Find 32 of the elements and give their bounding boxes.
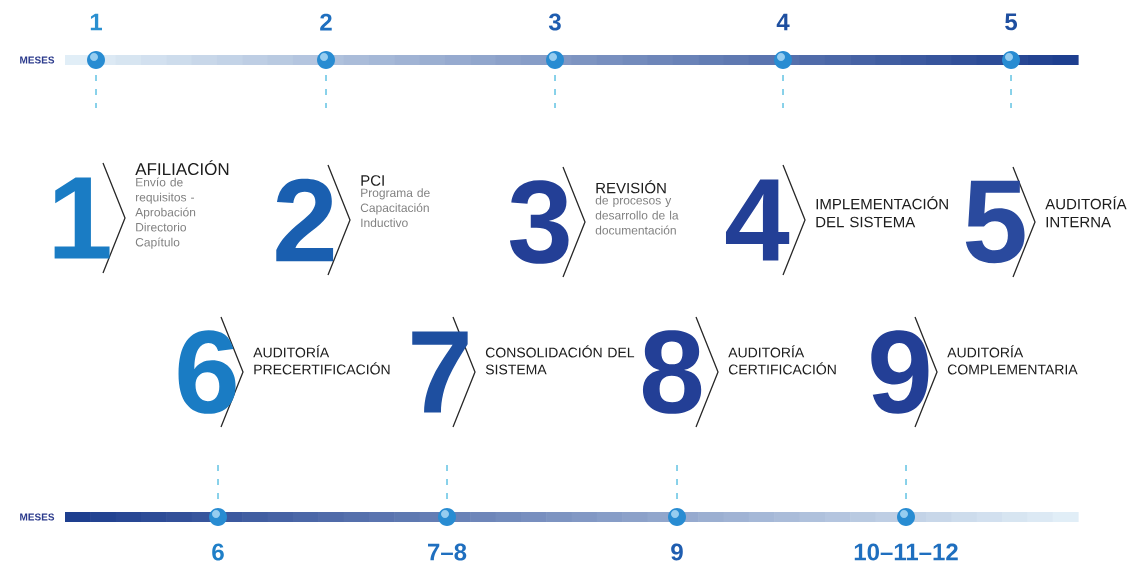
step-number: 1 <box>54 177 110 259</box>
month-number: 10–11–12 <box>854 543 958 561</box>
axis-label: MESES <box>20 513 55 521</box>
step-description: Programa de Capacitación Inductivo <box>360 188 430 228</box>
axis-label: MESES <box>20 56 55 64</box>
step-number: 7 <box>412 331 468 413</box>
step-title: IMPLEMENTACIÓN DEL SISTEMA <box>816 196 948 228</box>
month-number: 3 <box>548 13 561 31</box>
month-number: 2 <box>320 13 332 31</box>
step-title: PCI <box>361 175 384 186</box>
step-description: de procesos y desarrollo de la documentación <box>595 195 679 235</box>
step-title: AUDITORÍA CERTIFICACIÓN <box>728 345 836 375</box>
month-number: 5 <box>1005 13 1017 31</box>
month-number: 6 <box>212 543 224 561</box>
month-number: 7–8 <box>428 543 467 561</box>
step-title: AUDITORÍA COMPLEMENTARIA <box>947 345 1078 375</box>
step-number: 3 <box>509 180 569 264</box>
step-number: 9 <box>871 330 929 414</box>
month-number: 9 <box>671 543 683 561</box>
month-number: 1 <box>90 13 102 31</box>
step-title: CONSOLIDACIÓN DEL SISTEMA <box>485 345 635 375</box>
step-title: AUDITORÍA INTERNA <box>1045 196 1127 228</box>
step-title: AFILIACIÓN <box>135 160 229 176</box>
step-number: 2 <box>276 178 334 262</box>
step-title: REVISIÓN <box>596 180 666 194</box>
step-title: AUDITORÍA PRECERTIFICACIÓN <box>253 345 390 375</box>
month-number: 4 <box>776 13 790 31</box>
step-description: Envío de requisitos - Aprobación Directorio Capítulo <box>135 177 196 249</box>
step-number: 5 <box>965 180 1025 264</box>
step-number: 4 <box>726 179 790 261</box>
step-number: 8 <box>642 330 702 414</box>
step-number: 6 <box>178 330 236 414</box>
